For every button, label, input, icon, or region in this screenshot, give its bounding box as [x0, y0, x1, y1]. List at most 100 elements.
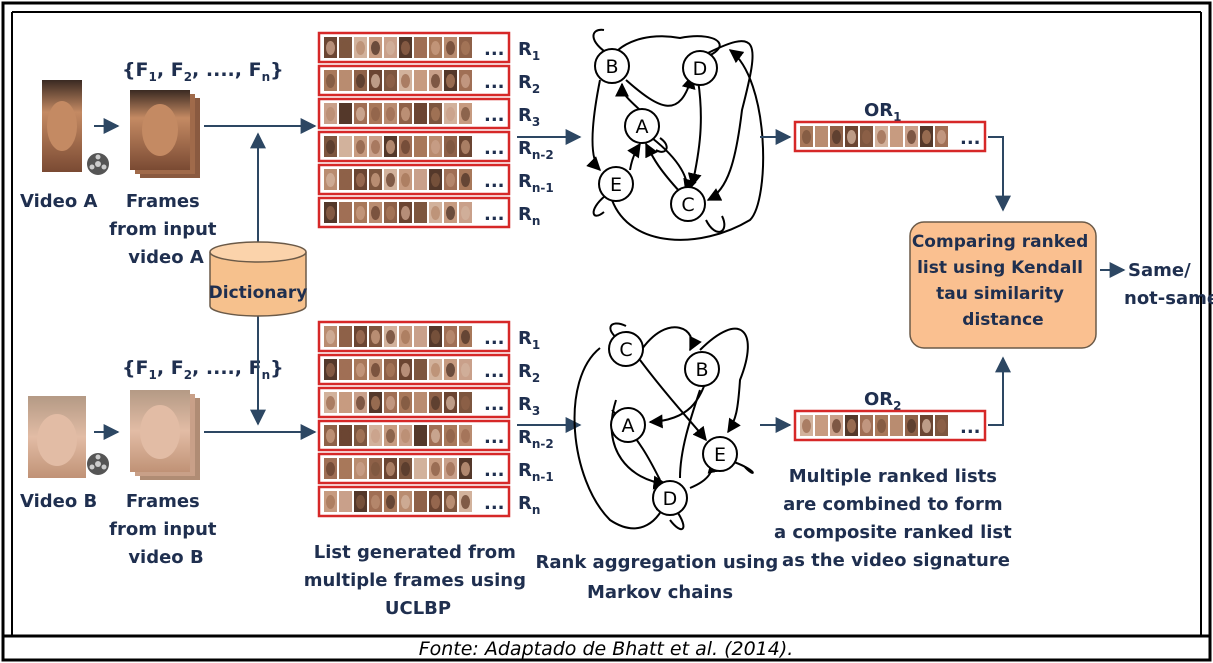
output-ranked-list-label: OR2 [864, 389, 902, 413]
input-b: Video B {F1, F2, ...., Fn} Frames from i… [20, 357, 284, 568]
graph-caption: Rank aggregation using Markov chains [536, 552, 785, 603]
frames-b-stack-image [130, 390, 200, 480]
face-thumbnail-highlight [386, 206, 395, 220]
face-thumbnail-highlight [326, 206, 335, 220]
face-thumbnail-highlight [416, 74, 425, 88]
output-ranked-list: OR1... [793, 100, 987, 153]
face-thumbnail-highlight [386, 396, 395, 410]
face-thumbnail-highlight [356, 429, 365, 443]
face-thumbnail-highlight [386, 107, 395, 121]
face-thumbnail-highlight [326, 429, 335, 443]
ranked-list-row: ... Rn [317, 196, 540, 229]
ranked-list-ellipsis: ... [484, 427, 505, 448]
face-thumbnail-highlight [356, 173, 365, 187]
face-thumbnail-highlight [446, 74, 455, 88]
face-thumbnail-highlight [401, 74, 410, 88]
face-thumbnail-highlight [371, 140, 380, 154]
film-reel-icon [87, 453, 109, 475]
face-thumbnail-highlight [356, 495, 365, 509]
markov-node-e [598, 166, 634, 202]
ranked-list-label: R2 [518, 72, 540, 96]
face-thumbnail-highlight [431, 41, 440, 55]
markov-node-label: E [714, 444, 726, 466]
face-thumbnail-highlight [401, 363, 410, 377]
face-thumbnail-highlight [341, 396, 350, 410]
face-thumbnail-highlight [416, 495, 425, 509]
face-thumbnail-highlight [461, 107, 470, 121]
face-thumbnail-highlight [446, 495, 455, 509]
face-thumbnail-highlight [371, 206, 380, 220]
face-thumbnail-highlight [341, 363, 350, 377]
ranked-list-label: R1 [518, 39, 540, 63]
ranked-list-ellipsis: ... [484, 204, 505, 225]
face-thumbnail-highlight [431, 363, 440, 377]
face-thumbnail-highlight [922, 419, 931, 433]
face-thumbnail-highlight [341, 41, 350, 55]
face-thumbnail-highlight [461, 396, 470, 410]
face-thumbnail-highlight [446, 363, 455, 377]
markov-node-label: C [681, 194, 694, 216]
ranked-list-row: ...Rn [317, 485, 540, 518]
face-thumbnail-highlight [431, 429, 440, 443]
face-thumbnail-highlight [341, 206, 350, 220]
face-thumbnail-highlight [401, 330, 410, 344]
face-thumbnail-highlight [326, 107, 335, 121]
face-thumbnail-highlight [461, 495, 470, 509]
face-thumbnail-highlight [461, 206, 470, 220]
face-thumbnail-highlight [356, 107, 365, 121]
markov-graph-b [573, 322, 754, 531]
output-ranked-list: OR2... [793, 389, 987, 442]
ranked-list-label: Rn [518, 204, 540, 228]
output-ranked-list-ellipsis: ... [960, 128, 981, 149]
face-thumbnail-highlight [937, 419, 946, 433]
face-thumbnail-highlight [326, 41, 335, 55]
video-b-label: Video B [20, 491, 97, 512]
markov-node-c [608, 331, 644, 367]
face-thumbnail-highlight [401, 206, 410, 220]
face-thumbnail-highlight [356, 206, 365, 220]
face-thumbnail-highlight [416, 396, 425, 410]
face-thumbnail-highlight [371, 363, 380, 377]
compare-box-text: Comparing ranked list using Kendall tau … [912, 232, 1094, 330]
face-thumbnail-highlight [431, 330, 440, 344]
face-thumbnail-highlight [356, 363, 365, 377]
ranked-list-row: ...Rn-2 [317, 419, 554, 452]
face-thumbnail-highlight [326, 330, 335, 344]
ranked-lists-b: ...R1...R2...R3...Rn-2...Rn-1...Rn [317, 320, 554, 518]
ranked-list-row: ...Rn-1 [317, 163, 554, 196]
ranked-list-label: Rn-1 [518, 171, 554, 195]
frames-b-set: {F1, F2, ...., Fn} [122, 357, 284, 382]
markov-graph-a [586, 28, 765, 241]
frames-a-set: {F1, F2, ...., Fn} [122, 59, 284, 84]
face-thumbnail-highlight [877, 419, 886, 433]
markov-node-label: A [636, 116, 649, 138]
markov-node-label: D [693, 58, 708, 80]
face-thumbnail-highlight [371, 41, 380, 55]
output-caption: Multiple ranked lists are combined to fo… [774, 466, 1018, 571]
face-thumbnail-highlight [416, 107, 425, 121]
markov-node-e [702, 436, 738, 472]
face-thumbnail-highlight [431, 140, 440, 154]
or2-to-compare-connector [988, 356, 1011, 426]
face-thumbnail-highlight [446, 140, 455, 154]
face-thumbnail-highlight [446, 107, 455, 121]
face-thumbnail-highlight [356, 41, 365, 55]
output-ranked-list-label: OR1 [864, 100, 902, 124]
frames-a-stack-image [130, 90, 200, 178]
face-thumbnail-highlight [386, 140, 395, 154]
ranked-list-label: Rn-2 [518, 138, 554, 162]
ranked-list-row: ...R2 [317, 64, 540, 97]
face-thumbnail-highlight [356, 396, 365, 410]
input-a: Video A {F1, F2, ...., Fn} Frames from i… [20, 59, 284, 268]
face-thumbnail-highlight [937, 130, 946, 144]
face-thumbnail-highlight [892, 419, 901, 433]
face-thumbnail-highlight [877, 130, 886, 144]
face-thumbnail-highlight [802, 419, 811, 433]
face-thumbnail-highlight [431, 396, 440, 410]
face-thumbnail-highlight [892, 130, 901, 144]
face-thumbnail-highlight [401, 462, 410, 476]
face-thumbnail-highlight [341, 173, 350, 187]
markov-node-c [670, 186, 706, 222]
